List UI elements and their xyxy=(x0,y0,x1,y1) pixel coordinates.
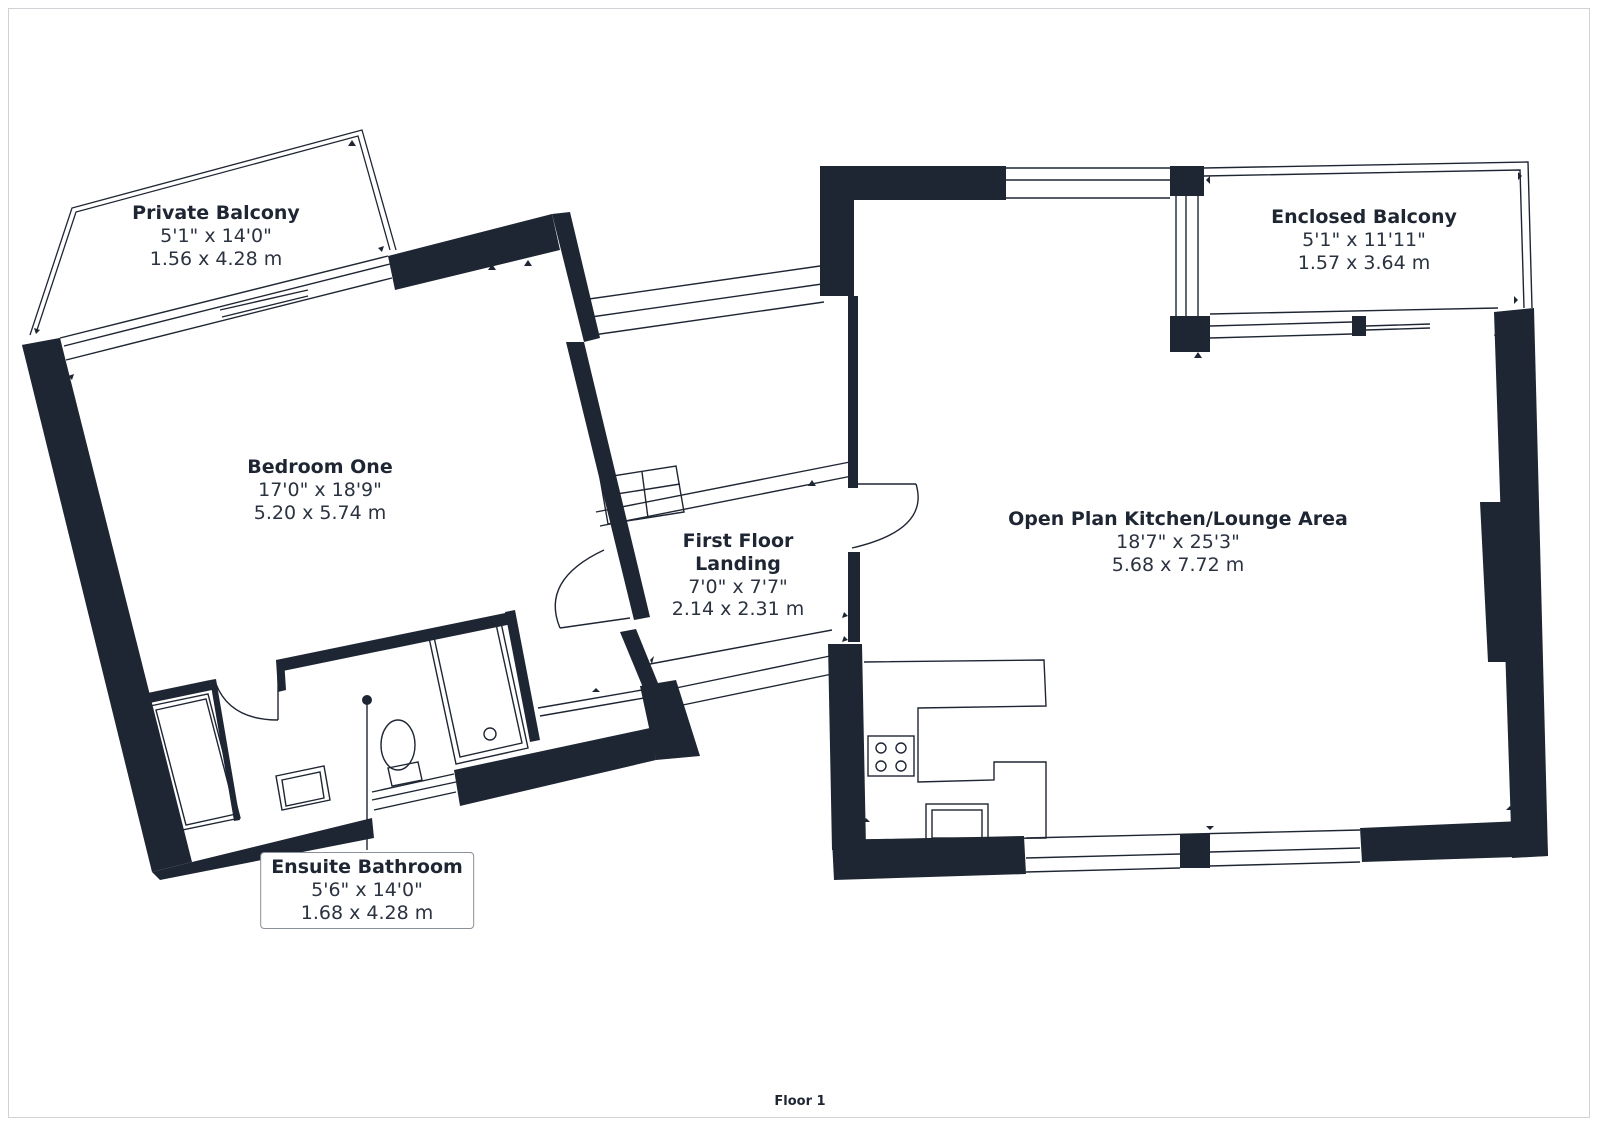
bedroom-one-label: Bedroom One 17'0" x 18'9" 5.20 x 5.74 m xyxy=(247,456,392,524)
landing-name-line2: Landing xyxy=(695,552,781,575)
ensuite-bathroom-metric: 1.68 x 4.28 m xyxy=(300,901,434,924)
landing-metric: 2.14 x 2.31 m xyxy=(671,598,805,621)
private-balcony-metric: 1.56 x 4.28 m xyxy=(149,247,283,270)
enclosed-balcony-label: Enclosed Balcony 5'1" x 11'11" 1.57 x 3.… xyxy=(1271,206,1457,274)
open-plan-name: Open Plan Kitchen/Lounge Area xyxy=(1008,508,1348,530)
enclosed-balcony-metric: 1.57 x 3.64 m xyxy=(1297,251,1431,274)
open-plan-lines xyxy=(863,161,1533,873)
page-border xyxy=(8,8,1590,1118)
dimension-markers xyxy=(34,140,1522,830)
first-floor-landing-label: First Floor Landing 7'0" x 7'7" 2.14 x 2… xyxy=(672,530,804,621)
bedroom-one-imperial: 17'0" x 18'9" xyxy=(258,478,382,501)
enclosed-balcony-name: Enclosed Balcony xyxy=(1271,206,1457,228)
ensuite-bathroom-imperial: 5'6" x 14'0" xyxy=(311,878,423,901)
open-plan-imperial: 18'7" x 25'3" xyxy=(1116,530,1240,553)
ensuite-walls xyxy=(138,610,540,821)
open-plan-metric: 5.68 x 7.72 m xyxy=(1111,553,1245,576)
bedroom-window-lines xyxy=(59,255,393,361)
bedroom-outer-walls xyxy=(22,212,700,880)
ensuite-bathroom-label: Ensuite Bathroom 5'6" x 14'0" 1.68 x 4.2… xyxy=(260,852,474,930)
open-plan-label: Open Plan Kitchen/Lounge Area 18'7" x 25… xyxy=(1008,508,1348,576)
open-plan-walls xyxy=(820,166,1548,880)
private-balcony-imperial: 5'1" x 14'0" xyxy=(160,224,272,247)
ensuite-bathroom-name: Ensuite Bathroom xyxy=(271,856,463,878)
landing-name-line1: First Floor xyxy=(682,530,794,552)
private-balcony-outline xyxy=(29,129,397,336)
landing-lines xyxy=(537,265,919,717)
enclosed-balcony-imperial: 5'1" x 11'11" xyxy=(1302,228,1426,251)
private-balcony-label: Private Balcony 5'1" x 14'0" 1.56 x 4.28… xyxy=(132,202,300,270)
landing-imperial: 7'0" x 7'7" xyxy=(688,575,788,598)
ensuite-marker xyxy=(362,695,372,705)
ensuite-fixtures xyxy=(149,617,529,850)
bedroom-one-name: Bedroom One xyxy=(247,456,393,478)
private-balcony-name: Private Balcony xyxy=(132,202,300,224)
floor-label: Floor 1 xyxy=(774,1094,826,1109)
bedroom-one-metric: 5.20 x 5.74 m xyxy=(253,501,387,524)
